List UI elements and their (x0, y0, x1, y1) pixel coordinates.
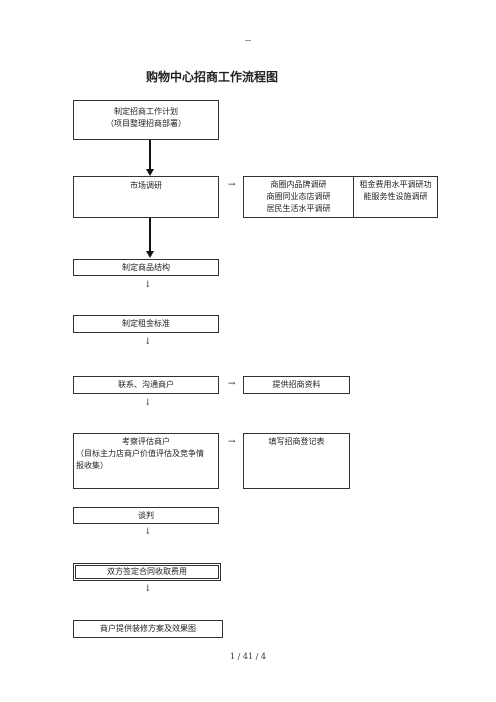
step-negotiate-label: 谈判 (138, 511, 154, 520)
flow-arrow-shaft (149, 218, 151, 252)
down-arrow-icon: ↓ (144, 337, 152, 347)
step-decoration-box: 商户提供装修方案及效果图 (73, 620, 223, 638)
down-arrow-icon: ↓ (144, 280, 152, 290)
step-contract-box: 双方签定合同收取费用 (73, 563, 221, 581)
research-detail-a-line1: 商圈内品牌调研 (270, 180, 327, 189)
step-product-structure-label: 制定商品结构 (122, 263, 170, 272)
step-product-structure-box: 制定商品结构 (73, 259, 219, 276)
step-decoration-label: 商户提供装修方案及效果图 (100, 624, 196, 633)
step-contact-label: 联系、沟通商户 (118, 380, 174, 389)
step-evaluate-box: 考察评估商户 （目标主力店商户价值评估及竞争情 报收集） (73, 433, 219, 489)
flow-arrow-head (146, 169, 154, 176)
research-detail-a-line3: 居民生活水平调研 (266, 204, 331, 213)
flow-arrow-head (146, 251, 154, 258)
step-evaluate-line1: 考察评估商户 (122, 437, 170, 446)
step-evaluate-line3: 报收集） (76, 461, 108, 470)
step-evaluate-line2: （目标主力店商户价值评估及竞争情 (76, 449, 204, 458)
evaluate-detail-box: 填写招商登记表 (243, 433, 350, 489)
page-number: 1 / 41 / 4 (230, 652, 266, 661)
right-arrow-icon: → (228, 437, 236, 447)
down-arrow-icon: ↓ (144, 584, 152, 594)
evaluate-detail-label: 填写招商登记表 (268, 437, 325, 446)
right-arrow-icon: → (228, 180, 236, 190)
step-negotiate-box: 谈判 (73, 507, 219, 524)
step-contract-label: 双方签定合同收取费用 (107, 567, 187, 576)
research-detail-b-box: 租金费用水平调研功 能服务性设施调研 (353, 176, 438, 218)
header-mark: -- (244, 36, 252, 46)
step-plan-box: 制定招商工作计划 （项目整理招商部署） (73, 100, 219, 140)
step-contact-box: 联系、沟通商户 (73, 376, 219, 394)
page-title: 购物中心招商工作流程图 (145, 70, 278, 84)
contact-detail-label: 提供招商资料 (272, 380, 321, 389)
research-detail-b-line2: 能服务性设施调研 (363, 192, 428, 201)
contact-detail-box: 提供招商资料 (243, 376, 350, 394)
step-research-box: 市场调研 (73, 176, 219, 218)
flow-arrow-shaft (149, 140, 151, 170)
step-rent-standard-box: 制定租金标准 (73, 315, 219, 333)
step-research-label: 市场调研 (130, 181, 162, 190)
step-rent-standard-label: 制定租金标准 (122, 319, 170, 328)
step-plan-line1: 制定招商工作计划 (114, 107, 178, 116)
research-detail-a-line2: 商圈同业态店调研 (266, 192, 331, 201)
right-arrow-icon: → (228, 379, 236, 389)
down-arrow-icon: ↓ (144, 527, 152, 537)
down-arrow-icon: ↓ (144, 398, 152, 408)
research-detail-b-line1: 租金费用水平调研功 (359, 180, 432, 189)
research-detail-a-box: 商圈内品牌调研 商圈同业态店调研 居民生活水平调研 (243, 176, 354, 218)
step-plan-line2: （项目整理招商部署） (106, 119, 186, 128)
